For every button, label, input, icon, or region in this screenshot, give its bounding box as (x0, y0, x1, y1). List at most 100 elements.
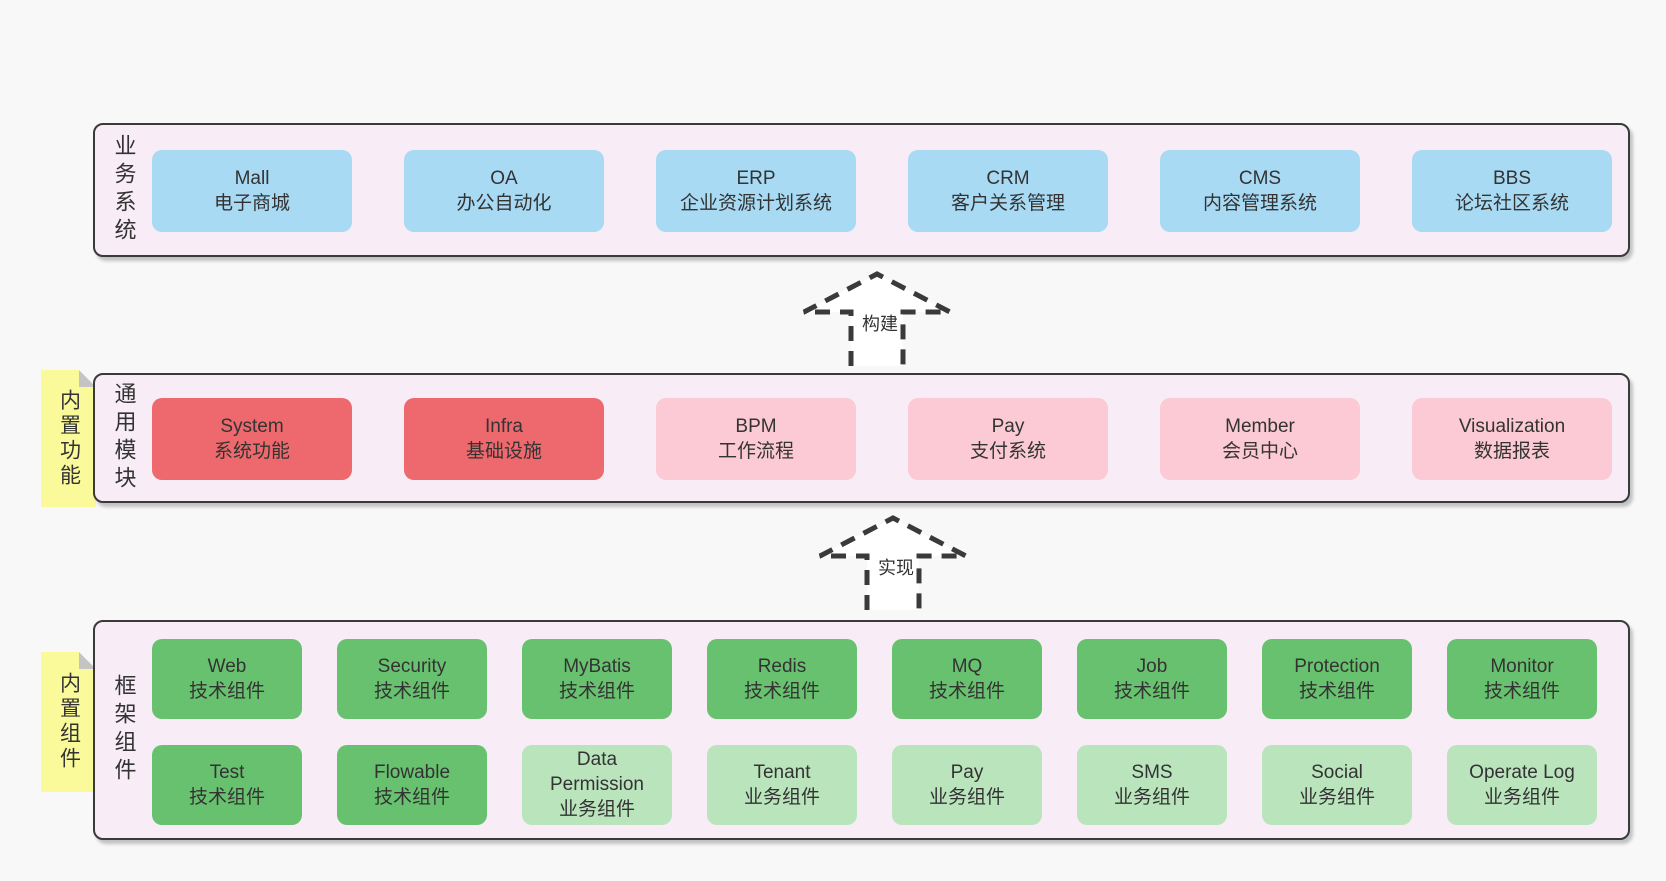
band-common-modules: 通用模块 System 系统功能 Infra 基础设施 BPM 工作流程 Pay 支付系统 Me… (93, 373, 1630, 503)
box-subtitle: 技术组件 (558, 680, 635, 702)
module-box-visualization: Visualization 数据报表 (1412, 398, 1612, 480)
module-box-member: Member 会员中心 (1160, 398, 1360, 480)
box-title: Monitor (1490, 655, 1554, 677)
box-title: BBS (1492, 168, 1532, 189)
box-title: Social (1311, 761, 1363, 783)
box-title: ERP (736, 168, 776, 189)
module-box-sms: SMS 业务组件 (1077, 744, 1227, 825)
band-label: 通用模块 (111, 382, 137, 494)
module-box-erp: ERP 企业资源计划系统 (656, 150, 856, 232)
box-title: Tenant (753, 761, 811, 783)
box-subtitle: 电子商城 (213, 193, 290, 214)
box-subtitle: 技术组件 (743, 680, 820, 702)
box-title: MQ (951, 655, 983, 677)
module-box-pay: Pay 业务组件 (892, 744, 1042, 825)
box-title: System (220, 416, 284, 437)
module-box-mq: MQ 技术组件 (892, 638, 1042, 719)
box-title: Job (1136, 655, 1168, 677)
module-box-tenant: Tenant 业务组件 (707, 744, 857, 825)
box-subtitle: 技术组件 (373, 786, 450, 808)
box-title: CMS (1238, 168, 1282, 189)
box-subtitle: 会员中心 (1221, 441, 1298, 462)
box-title: CRM (986, 168, 1030, 189)
box-title: Infra (484, 416, 524, 437)
dashed-up-arrow-build: 构建 (790, 256, 970, 374)
box-subtitle: 企业资源计划系统 (679, 193, 832, 214)
box-title: Pay (991, 416, 1025, 437)
box-subtitle: 业务组件 (1113, 786, 1190, 808)
box-subtitle: 数据报表 (1473, 441, 1550, 462)
box-subtitle: 技术组件 (1483, 680, 1560, 702)
box-subtitle: 工作流程 (717, 441, 794, 462)
up-arrow-icon (802, 271, 952, 366)
module-box-bbs: BBS 论坛社区系统 (1412, 150, 1612, 232)
box-subtitle: 业务组件 (1298, 786, 1375, 808)
module-box-infra: Infra 基础设施 (404, 398, 604, 480)
box-subtitle: 技术组件 (1298, 680, 1375, 702)
box-subtitle: 办公自动化 (456, 193, 552, 214)
arrow-label: 实现 (878, 558, 914, 578)
module-box-web: Web 技术组件 (152, 638, 302, 719)
box-subtitle: 业务组件 (928, 786, 1005, 808)
module-box-monitor: Monitor 技术组件 (1447, 638, 1597, 719)
box-subtitle: 系统功能 (213, 441, 290, 462)
up-arrow-icon (818, 515, 968, 610)
module-box-redis: Redis 技术组件 (707, 638, 857, 719)
box-title: SMS (1131, 761, 1173, 783)
box-subtitle: 基础设施 (465, 441, 542, 462)
box-subtitle: 内容管理系统 (1202, 193, 1317, 214)
box-subtitle: 业务组件 (558, 799, 635, 820)
box-subtitle: 技术组件 (188, 680, 265, 702)
box-title: Protection (1294, 655, 1380, 677)
band-label: 业务系统 (111, 134, 137, 246)
box-title: Flowable (373, 761, 451, 783)
box-row: System 系统功能 Infra 基础设施 BPM 工作流程 Pay 支付系统 Member 会… (152, 398, 1628, 480)
sticky-note-label: 内置功能 (57, 388, 81, 489)
module-box-system: System 系统功能 (152, 398, 352, 480)
module-box-cms: CMS 内容管理系统 (1160, 150, 1360, 232)
module-box-pay: Pay 支付系统 (908, 398, 1108, 480)
sticky-note-builtin-features: 内置功能 (41, 370, 96, 507)
box-title: Mall (234, 168, 270, 189)
box-subtitle: 技术组件 (188, 786, 265, 808)
module-box-flowable: Flowable 技术组件 (337, 744, 487, 825)
band-box-grid: System 系统功能 Infra 基础设施 BPM 工作流程 Pay 支付系统 Member 会… (152, 375, 1628, 501)
dashed-up-arrow-implement: 实现 (806, 498, 986, 616)
box-title: OA (490, 168, 518, 189)
box-title: Web (207, 655, 247, 677)
box-subtitle: 技术组件 (1113, 680, 1190, 702)
box-title: Member (1225, 416, 1295, 437)
box-subtitle: 技术组件 (928, 680, 1005, 702)
module-box-test: Test 技术组件 (152, 744, 302, 825)
box-title: BPM (735, 416, 777, 437)
box-title: Data Permission (550, 749, 644, 795)
module-box-mybatis: MyBatis 技术组件 (522, 638, 672, 719)
module-box-protection: Protection 技术组件 (1262, 638, 1412, 719)
module-box-oa: OA 办公自动化 (404, 150, 604, 232)
box-subtitle: 支付系统 (969, 441, 1046, 462)
box-title: Security (377, 655, 447, 677)
box-title: Test (209, 761, 245, 783)
box-title: Redis (757, 655, 807, 677)
box-title: Pay (950, 761, 984, 783)
sticky-note-label: 内置组件 (57, 672, 81, 772)
module-box-mall: Mall 电子商城 (152, 150, 352, 232)
box-title: Visualization (1458, 416, 1566, 437)
module-box-bpm: BPM 工作流程 (656, 398, 856, 480)
box-subtitle: 业务组件 (743, 786, 820, 808)
band-label: 框架组件 (111, 674, 137, 786)
sticky-note-builtin-components: 内置组件 (41, 652, 96, 792)
module-box-data-permission: Data Permission 业务组件 (522, 744, 672, 825)
box-title: MyBatis (563, 655, 631, 677)
box-subtitle: 论坛社区系统 (1454, 193, 1569, 214)
